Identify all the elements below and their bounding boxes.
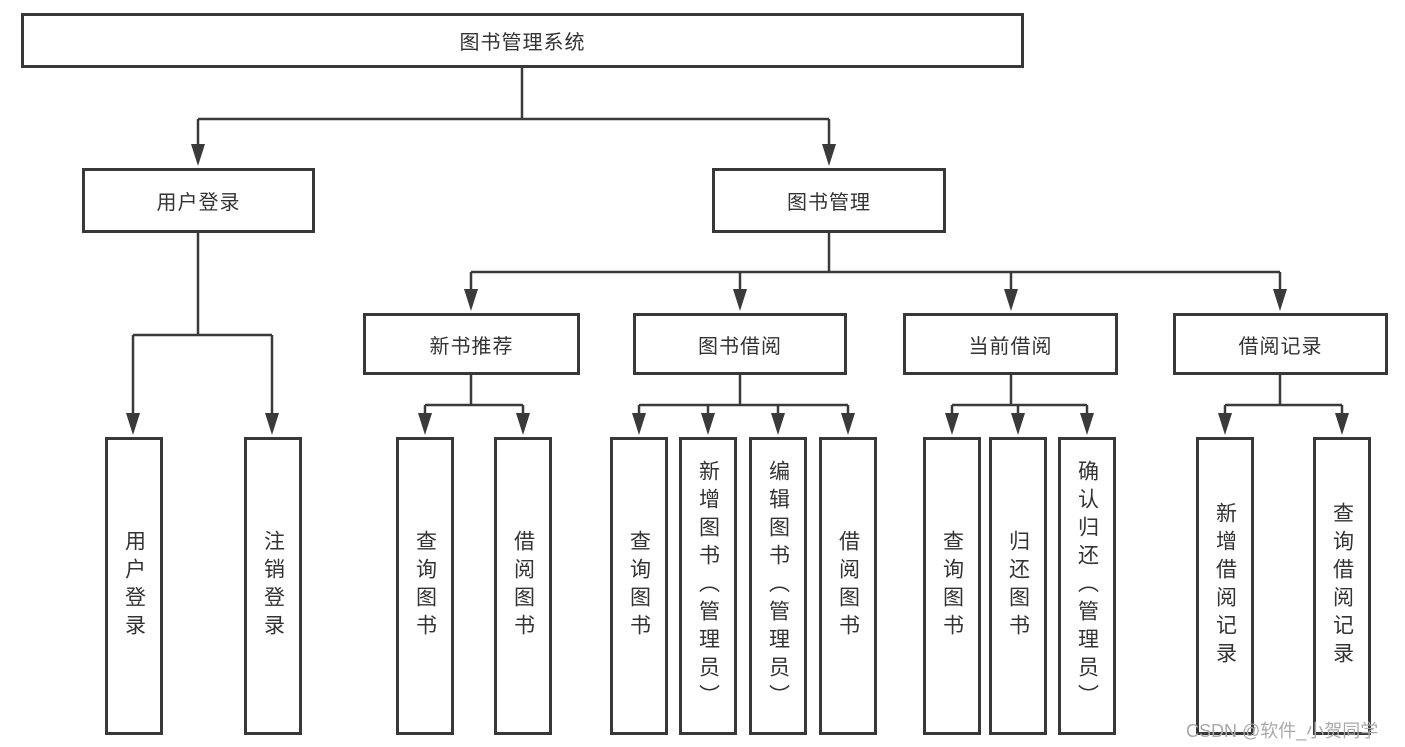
node-root: 图书管理系统 — [21, 13, 1024, 68]
leaf-borrow-books-1: 借阅图书 — [494, 437, 552, 735]
leaf-logout-login: 注销登录 — [244, 437, 302, 735]
leaf-user-login: 用户登录 — [105, 437, 163, 735]
leaf-add-books-admin: 新增图书（管理员） — [679, 437, 737, 735]
leaf-edit-books-admin: 编辑图书（管理员） — [749, 437, 807, 735]
node-new-book-recommend: 新书推荐 — [363, 313, 580, 375]
leaf-add-borrow-record: 新增借阅记录 — [1196, 437, 1254, 735]
node-book-management: 图书管理 — [712, 168, 946, 233]
leaf-query-books-2: 查询图书 — [610, 437, 668, 735]
leaf-query-books-3: 查询图书 — [923, 437, 981, 735]
node-user-login: 用户登录 — [82, 168, 315, 233]
leaf-borrow-books-2: 借阅图书 — [819, 437, 877, 735]
leaf-confirm-return-admin: 确认归还（管理员） — [1058, 437, 1116, 735]
leaf-query-books-1: 查询图书 — [396, 437, 454, 735]
node-book-borrowing: 图书借阅 — [633, 313, 847, 375]
leaf-return-books: 归还图书 — [989, 437, 1047, 735]
node-current-borrowing: 当前借阅 — [903, 313, 1118, 375]
leaf-query-borrow-record: 查询借阅记录 — [1313, 437, 1371, 735]
watermark: CSDN @软件_小贺同学 — [1186, 721, 1379, 741]
node-borrowing-records: 借阅记录 — [1173, 313, 1388, 375]
arrowheads — [126, 144, 1349, 435]
